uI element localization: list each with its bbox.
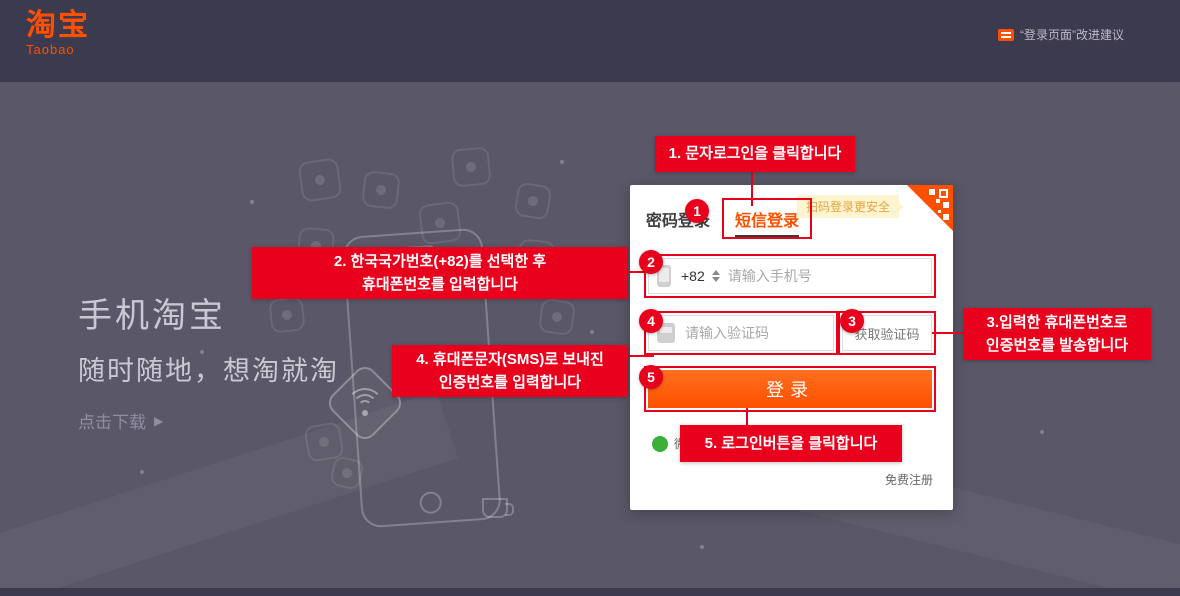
annotation-connector-5 — [746, 408, 748, 425]
decorative-dot — [700, 545, 704, 549]
decorative-app-icon — [513, 181, 553, 221]
decorative-dot — [590, 330, 594, 334]
annotation-connector-4 — [628, 355, 654, 357]
annotation-badge-3: 3 — [840, 309, 864, 333]
decorative-app-icon — [361, 170, 401, 210]
country-code-select[interactable]: +82 — [681, 268, 705, 284]
phone-input-row: +82 — [644, 254, 936, 298]
annotation-connector-3 — [932, 332, 963, 334]
promo-title: 手机淘宝 — [78, 297, 226, 335]
annotation-step2-line1: 2. 한국국가번호(+82)를 선택한 후 — [333, 252, 547, 270]
annotation-step4-line1: 4. 휴대폰문자(SMS)로 보내진 — [416, 350, 604, 368]
login-tabs: 密码登录 短信登录 — [646, 198, 813, 239]
annotation-badge-2: 2 — [639, 250, 663, 274]
chat-bubble-icon — [998, 28, 1014, 41]
sms-code-icon — [657, 323, 675, 343]
annotation-badge-5: 5 — [639, 365, 663, 389]
qr-login-corner-icon[interactable] — [907, 185, 953, 231]
annotation-step3: 3.입력한 휴대폰번호로 인증번호를 발송합니다 — [963, 308, 1151, 360]
annotation-step5-text: 5. 로그인버튼을 클릭합니다 — [704, 434, 878, 452]
phone-home-button — [418, 490, 443, 515]
annotation-step3-line2: 인증번호를 발송합니다 — [985, 337, 1129, 354]
decorative-app-icon — [537, 297, 577, 337]
annotation-step4: 4. 휴대폰문자(SMS)로 보내진 인증번호를 입력합니다 — [392, 345, 628, 397]
decorative-dot — [140, 470, 144, 474]
sms-code-input[interactable] — [685, 325, 825, 341]
taobao-logo-cn: 淘宝 — [26, 9, 90, 42]
annotation-step3-line1: 3.입력한 휴대폰번호로 — [986, 313, 1128, 331]
mobile-phone-icon — [657, 265, 671, 287]
free-register-link[interactable]: 免费注册 — [884, 473, 933, 487]
annotation-badge-1: 1 — [685, 199, 709, 223]
annotation-step1-text: 1. 문자로그인을 클릭합니다 — [668, 145, 842, 163]
taobao-logo[interactable]: 淘宝 Taobao — [26, 9, 90, 57]
annotation-step5: 5. 로그인버튼을 클릭합니다 — [680, 425, 902, 462]
promo-subtitle: 随时随地，想淘就淘 — [78, 356, 339, 386]
wechat-icon[interactable] — [652, 435, 668, 452]
decorative-dot — [200, 350, 204, 354]
header-bar: 淘宝 Taobao “登录页面”改进建议 — [0, 0, 1180, 82]
phone-number-input[interactable] — [727, 268, 923, 284]
decorative-cup-icon — [482, 498, 514, 518]
annotation-step2: 2. 한국국가번호(+82)를 선택한 후 휴대폰번호를 입력합니다 — [252, 247, 628, 299]
decorative-dot — [250, 200, 254, 204]
login-button[interactable]: 登录 — [644, 366, 936, 412]
sms-code-input-row — [644, 311, 838, 355]
annotation-step4-line2: 인증번호를 입력합니다 — [438, 374, 582, 391]
annotation-step1: 1. 문자로그인을 클릭합니다 — [655, 136, 855, 172]
annotation-connector-1 — [751, 172, 753, 206]
tab-sms-login-label: 短信登录 — [735, 213, 800, 237]
decorative-dot — [1040, 430, 1044, 434]
annotation-badge-4: 4 — [639, 309, 663, 333]
annotation-step2-line2: 휴대폰번호를 입력합니다 — [362, 276, 518, 293]
country-code-arrows-icon[interactable] — [711, 270, 720, 282]
annotation-connector-2 — [628, 271, 650, 273]
feedback-link[interactable]: “登录页面”改进建议 — [998, 26, 1124, 43]
decorative-dot — [560, 160, 564, 164]
download-label: 点击下载 — [78, 413, 146, 432]
decorative-app-icon — [297, 157, 343, 203]
tab-sms-login[interactable]: 短信登录 — [722, 198, 813, 239]
play-arrow-icon: ▶ — [154, 413, 164, 428]
taobao-logo-en: Taobao — [26, 42, 75, 57]
qr-login-tooltip: 扫码登录更安全 — [796, 195, 905, 218]
download-link[interactable]: 点击下载 ▶ — [78, 408, 339, 433]
feedback-label: “登录页面”改进建议 — [1020, 28, 1124, 42]
promo-block: 手机淘宝 随时随地，想淘就淘 点击下载 ▶ — [78, 288, 339, 433]
footer-bar — [0, 588, 1180, 596]
decorative-app-icon — [450, 146, 492, 188]
